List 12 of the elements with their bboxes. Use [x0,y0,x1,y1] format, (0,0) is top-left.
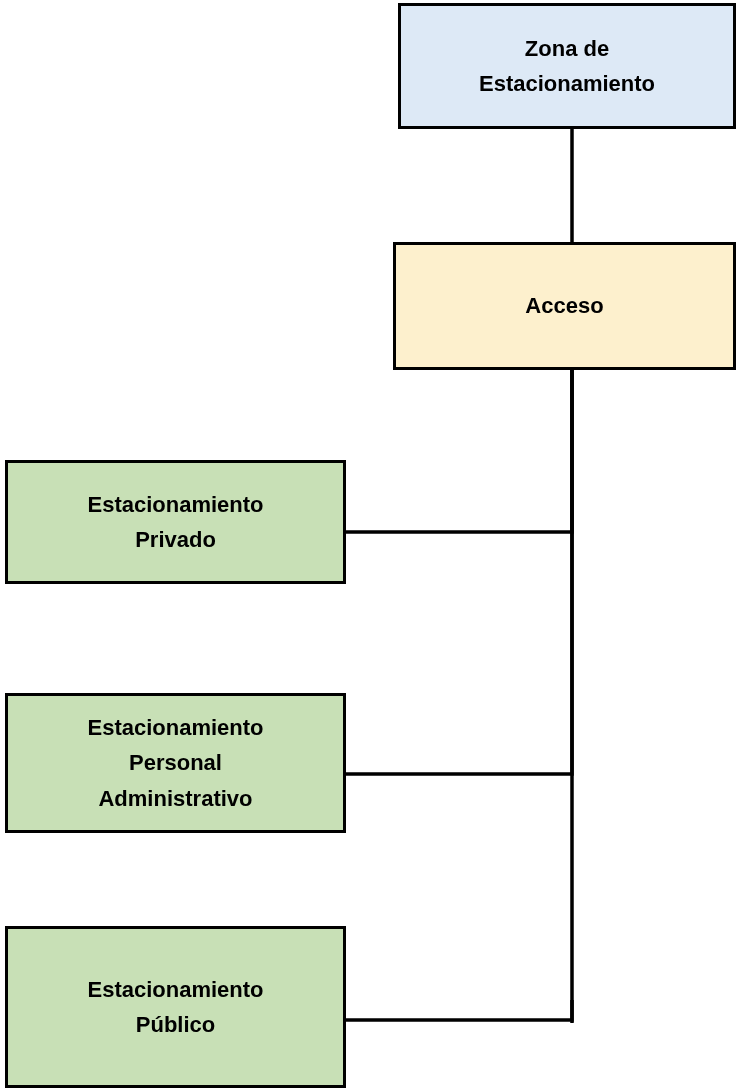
node-label: Zona de Estacionamiento [477,34,656,98]
node-label: Estacionamiento Privado [86,490,265,554]
access-box [393,242,736,370]
zone-box [398,3,736,129]
parking-box [5,926,346,1088]
parking-box [5,460,346,584]
node-label: Estacionamiento Público [86,975,265,1039]
connector-line [346,370,574,1022]
node-label: Acceso [524,292,605,321]
parking-box [5,693,346,833]
connector-line [570,129,574,242]
node-label: Estacionamiento Personal Administrativo [86,714,265,813]
